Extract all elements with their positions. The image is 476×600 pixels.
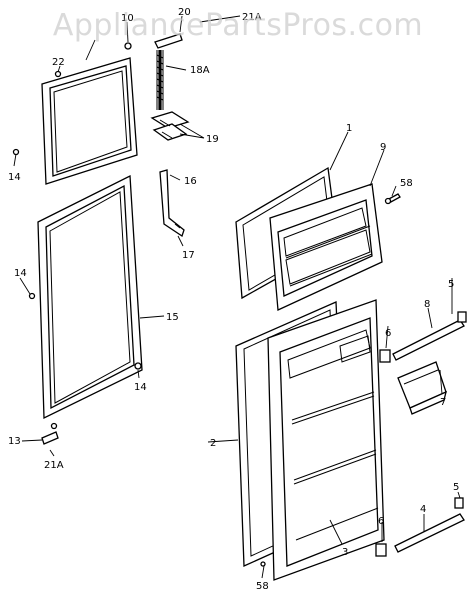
callout-20: 20 xyxy=(178,7,191,18)
bar-end-cap-lower xyxy=(454,497,464,509)
callout-17: 17 xyxy=(182,250,195,261)
door-stop xyxy=(41,431,59,445)
callout-3: 3 xyxy=(342,547,348,558)
hinge-arm xyxy=(159,169,185,238)
callout-13: 13 xyxy=(8,436,21,447)
freezer-door xyxy=(269,183,383,311)
callout-4: 4 xyxy=(420,504,426,515)
door-bar-lower xyxy=(394,513,465,553)
callout-1: 1 xyxy=(346,123,352,134)
callout-14-upper: 14 xyxy=(8,172,21,183)
callout-14-lower: 14 xyxy=(134,382,147,393)
hinge-bracket xyxy=(150,111,190,141)
fasteners xyxy=(12,42,266,567)
leader-lines xyxy=(13,15,461,579)
callout-18a: 18A xyxy=(190,65,210,76)
callout-58-top: 58 xyxy=(400,178,413,189)
bar-end-clip-lower xyxy=(375,543,387,557)
callout-16: 16 xyxy=(184,176,197,187)
callout-7: 7 xyxy=(440,397,446,408)
callout-9: 9 xyxy=(380,142,386,153)
screw-top xyxy=(384,193,401,205)
door-bar xyxy=(392,319,465,361)
hinge-spring xyxy=(154,33,183,110)
callout-21a-top: 21A xyxy=(242,12,262,23)
callout-10: 10 xyxy=(121,13,134,24)
callout-5-upper: 5 xyxy=(448,279,454,290)
callout-2: 2 xyxy=(210,438,216,449)
callout-15: 15 xyxy=(166,312,179,323)
callout-14-middle: 14 xyxy=(14,268,27,279)
callout-6-upper: 6 xyxy=(385,328,391,339)
freezer-door-gasket xyxy=(41,57,138,185)
fresh-food-door-gasket xyxy=(37,174,143,420)
bar-end-cap-upper xyxy=(457,311,467,323)
door-bin xyxy=(397,361,447,415)
callout-8: 8 xyxy=(424,299,430,310)
callout-58-bottom: 58 xyxy=(256,581,269,592)
callout-19: 19 xyxy=(206,134,219,145)
bar-end-clip-upper xyxy=(379,349,391,363)
callout-22: 22 xyxy=(52,57,65,68)
callout-labels: 10 20 21A 22 18A 19 14 16 17 14 15 14 13… xyxy=(8,7,459,592)
fresh-food-door xyxy=(267,299,385,581)
callout-21a-bottom: 21A xyxy=(44,460,64,471)
callout-6-lower: 6 xyxy=(378,516,384,527)
callout-5-lower: 5 xyxy=(453,482,459,493)
